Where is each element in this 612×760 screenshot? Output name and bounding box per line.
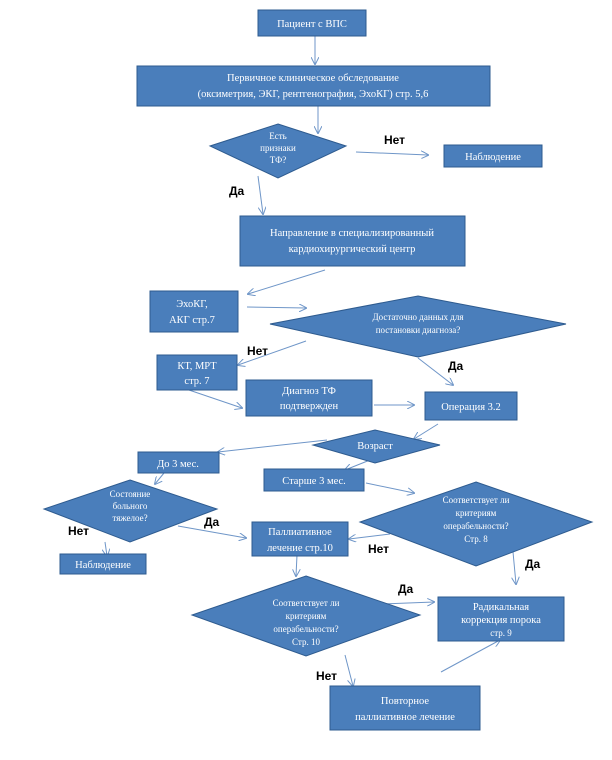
arrow-age-under3 <box>218 439 328 452</box>
node-ct-mri: КТ, МРТ стр. 7 <box>156 354 238 391</box>
node-operability-criteria-2-line4: Стр. 10 <box>292 637 320 647</box>
arrow-signs-referral <box>257 175 263 214</box>
node-referral-line1: Направление в специализированный <box>270 228 434 239</box>
node-severe-condition: Состояние больного тяжелое? <box>42 479 219 543</box>
arrow-criteria1-palliative <box>349 533 391 539</box>
node-radical-correction-line3: стр. 9 <box>490 628 512 638</box>
label-yes-enough: Да <box>448 359 464 373</box>
node-palliative-line1: Паллиативное <box>268 527 332 538</box>
arrow-criteria2-repeat <box>344 654 353 686</box>
label-no-severe: Нет <box>68 524 89 538</box>
label-yes-criteria1: Да <box>525 557 541 571</box>
node-age: Возраст <box>311 429 441 464</box>
node-radical-correction-line1: Радикальная <box>473 602 529 613</box>
node-patient-text: Пациент с ВПС <box>277 19 347 30</box>
arrow-operation-age <box>414 423 439 439</box>
arrow-enough-ct <box>238 340 307 365</box>
arrow-enough-operation <box>417 357 453 385</box>
arrow-over3-criteria1 <box>365 482 414 493</box>
node-operability-criteria-1-line2: критериям <box>456 508 497 518</box>
label-no-criteria1: Нет <box>368 542 389 556</box>
node-operability-criteria-2-line1: Соответствует ли <box>273 598 340 608</box>
node-under-3-months: До 3 мес. <box>137 451 220 474</box>
node-observation-top: Наблюдение <box>443 144 543 168</box>
arrow-signs-observation <box>355 152 428 155</box>
node-radical-correction-line2: коррекция порока <box>461 615 541 626</box>
arrow-palliative-criteria2 <box>296 554 297 576</box>
node-ct-mri-line2: стр. 7 <box>184 376 209 387</box>
node-diagnosis: Диагноз ТФ подтвержден <box>245 379 373 417</box>
node-repeat-palliative-line2: паллиативное лечение <box>355 712 455 723</box>
node-operability-criteria-2-line3: операбельности? <box>273 624 338 634</box>
node-operability-criteria-1: Соответствует ли критериям операбельност… <box>358 481 594 567</box>
node-operability-criteria-1-line3: операбельности? <box>443 521 508 531</box>
node-operability-criteria-2: Соответствует ли критериям операбельност… <box>190 575 422 657</box>
node-referral: Направление в специализированный кардиох… <box>239 215 466 267</box>
node-enough-data-line2: постановки диагноза? <box>376 325 461 335</box>
node-observation-top-text: Наблюдение <box>465 152 521 163</box>
connectors <box>105 36 516 686</box>
label-yes-criteria2: Да <box>398 582 414 596</box>
node-enough-data-line1: Достаточно данных для <box>372 312 463 322</box>
arrow-ct-diagnosis <box>185 388 242 408</box>
node-echo-line2: АКГ стр.7 <box>169 315 215 326</box>
node-palliative: Паллиативное лечение стр.10 <box>251 521 349 557</box>
node-radical-correction: Радикальная коррекция порока стр. 9 <box>437 596 565 642</box>
node-signs-tf-line3: ТФ? <box>270 155 286 165</box>
label-no-enough: Нет <box>247 344 268 358</box>
label-no-criteria2: Нет <box>316 669 337 683</box>
node-echo-line1: ЭхоКГ, <box>176 299 208 310</box>
node-echo: ЭхоКГ, АКГ стр.7 <box>149 290 239 333</box>
label-no-signs: Нет <box>384 133 405 147</box>
node-operability-criteria-1-line4: Стр. 8 <box>464 534 488 544</box>
arrow-referral-echo <box>248 269 326 294</box>
node-operability-criteria-1-line1: Соответствует ли <box>443 495 510 505</box>
node-age-text: Возраст <box>357 441 393 452</box>
node-operation-text: Операция 3.2 <box>441 402 501 413</box>
label-yes-signs: Да <box>229 184 245 198</box>
node-primary-exam-line1: Первичное клиническое обследование <box>227 73 399 84</box>
node-enough-data: Достаточно данных для постановки диагноз… <box>269 295 567 358</box>
node-repeat-palliative: Повторное паллиативное лечение <box>329 685 481 731</box>
node-primary-exam-line2: (оксиметрия, ЭКГ, рентгенография, ЭхоКГ)… <box>198 89 429 100</box>
node-severe-condition-line2: больного <box>113 501 148 511</box>
arrow-echo-enough <box>246 307 306 308</box>
node-operability-criteria-2-line2: критериям <box>286 611 327 621</box>
arrow-under3-severe <box>155 472 165 484</box>
node-over-3-months-text: Старше 3 мес. <box>282 476 346 487</box>
node-severe-condition-line3: тяжелое? <box>112 513 147 523</box>
node-over-3-months: Старше 3 мес. <box>263 468 365 492</box>
arrow-criteria2-radical <box>381 602 434 604</box>
node-severe-condition-line1: Состояние <box>110 489 151 499</box>
node-diagnosis-line1: Диагноз ТФ <box>282 386 336 397</box>
node-signs-tf-line2: признаки <box>260 143 296 153</box>
node-observation-bottom-text: Наблюдение <box>75 560 131 571</box>
node-signs-tf-line1: Есть <box>269 131 287 141</box>
label-yes-severe: Да <box>204 515 220 529</box>
node-palliative-line2: лечение стр.10 <box>267 543 333 554</box>
arrow-severe-palliative <box>177 525 246 538</box>
node-patient: Пациент с ВПС <box>257 9 367 37</box>
node-referral-line2: кардиохирургический центр <box>289 244 416 255</box>
node-observation-bottom: Наблюдение <box>59 553 147 575</box>
node-operation: Операция 3.2 <box>424 391 518 421</box>
node-ct-mri-line1: КТ, МРТ <box>177 361 217 372</box>
node-diagnosis-line2: подтвержден <box>280 401 339 412</box>
arrow-repeat-radical <box>440 640 500 673</box>
node-under-3-months-text: До 3 мес. <box>157 459 199 470</box>
node-primary-exam: Первичное клиническое обследование (окси… <box>136 65 491 107</box>
node-repeat-palliative-line1: Повторное <box>381 696 429 707</box>
branch-labels: Нет Да Нет Да Да Нет Нет Да Да Нет <box>68 133 541 683</box>
node-signs-tf: Есть признаки ТФ? <box>208 123 348 179</box>
arrow-criteria1-radical <box>513 551 516 584</box>
